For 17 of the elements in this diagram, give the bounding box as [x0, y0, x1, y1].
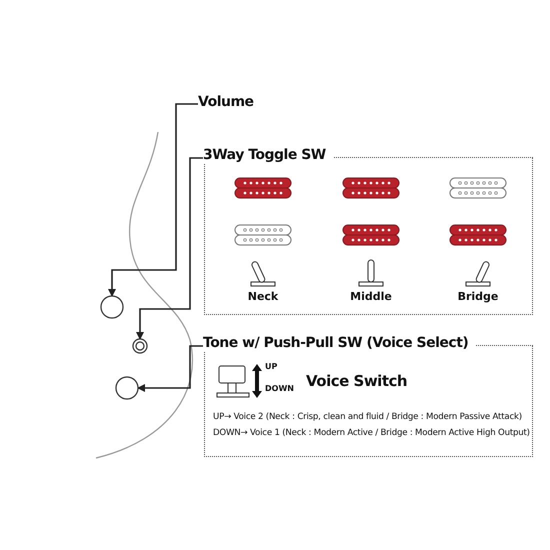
knob-circle	[115, 376, 139, 400]
knob-circle	[100, 295, 124, 319]
panel-heading: Tone w/ Push-Pull SW (Voice Select)	[203, 335, 476, 351]
leader-line	[137, 345, 204, 392]
leader-line	[136, 157, 204, 340]
switch-title: Voice Switch	[306, 372, 408, 390]
switch-position-label: Bridge	[456, 290, 500, 303]
leader-line	[108, 103, 198, 297]
heading-label: Volume	[198, 94, 254, 110]
direction-label: DOWN	[265, 384, 294, 393]
switch-position-label: Neck	[246, 290, 280, 303]
direction-label: UP	[265, 362, 278, 371]
panel-heading: 3Way Toggle SW	[203, 147, 334, 163]
toggle-switch-symbol	[132, 338, 148, 354]
description-text: UP→ Voice 2 (Neck : Crisp, clean and fluid / Bridge : Modern Passive Attack)	[213, 412, 522, 422]
switch-position-label: Middle	[349, 290, 393, 303]
description-text: DOWN→ Voice 1 (Neck : Modern Active / Bridge : Modern Active High Output)	[213, 428, 530, 438]
